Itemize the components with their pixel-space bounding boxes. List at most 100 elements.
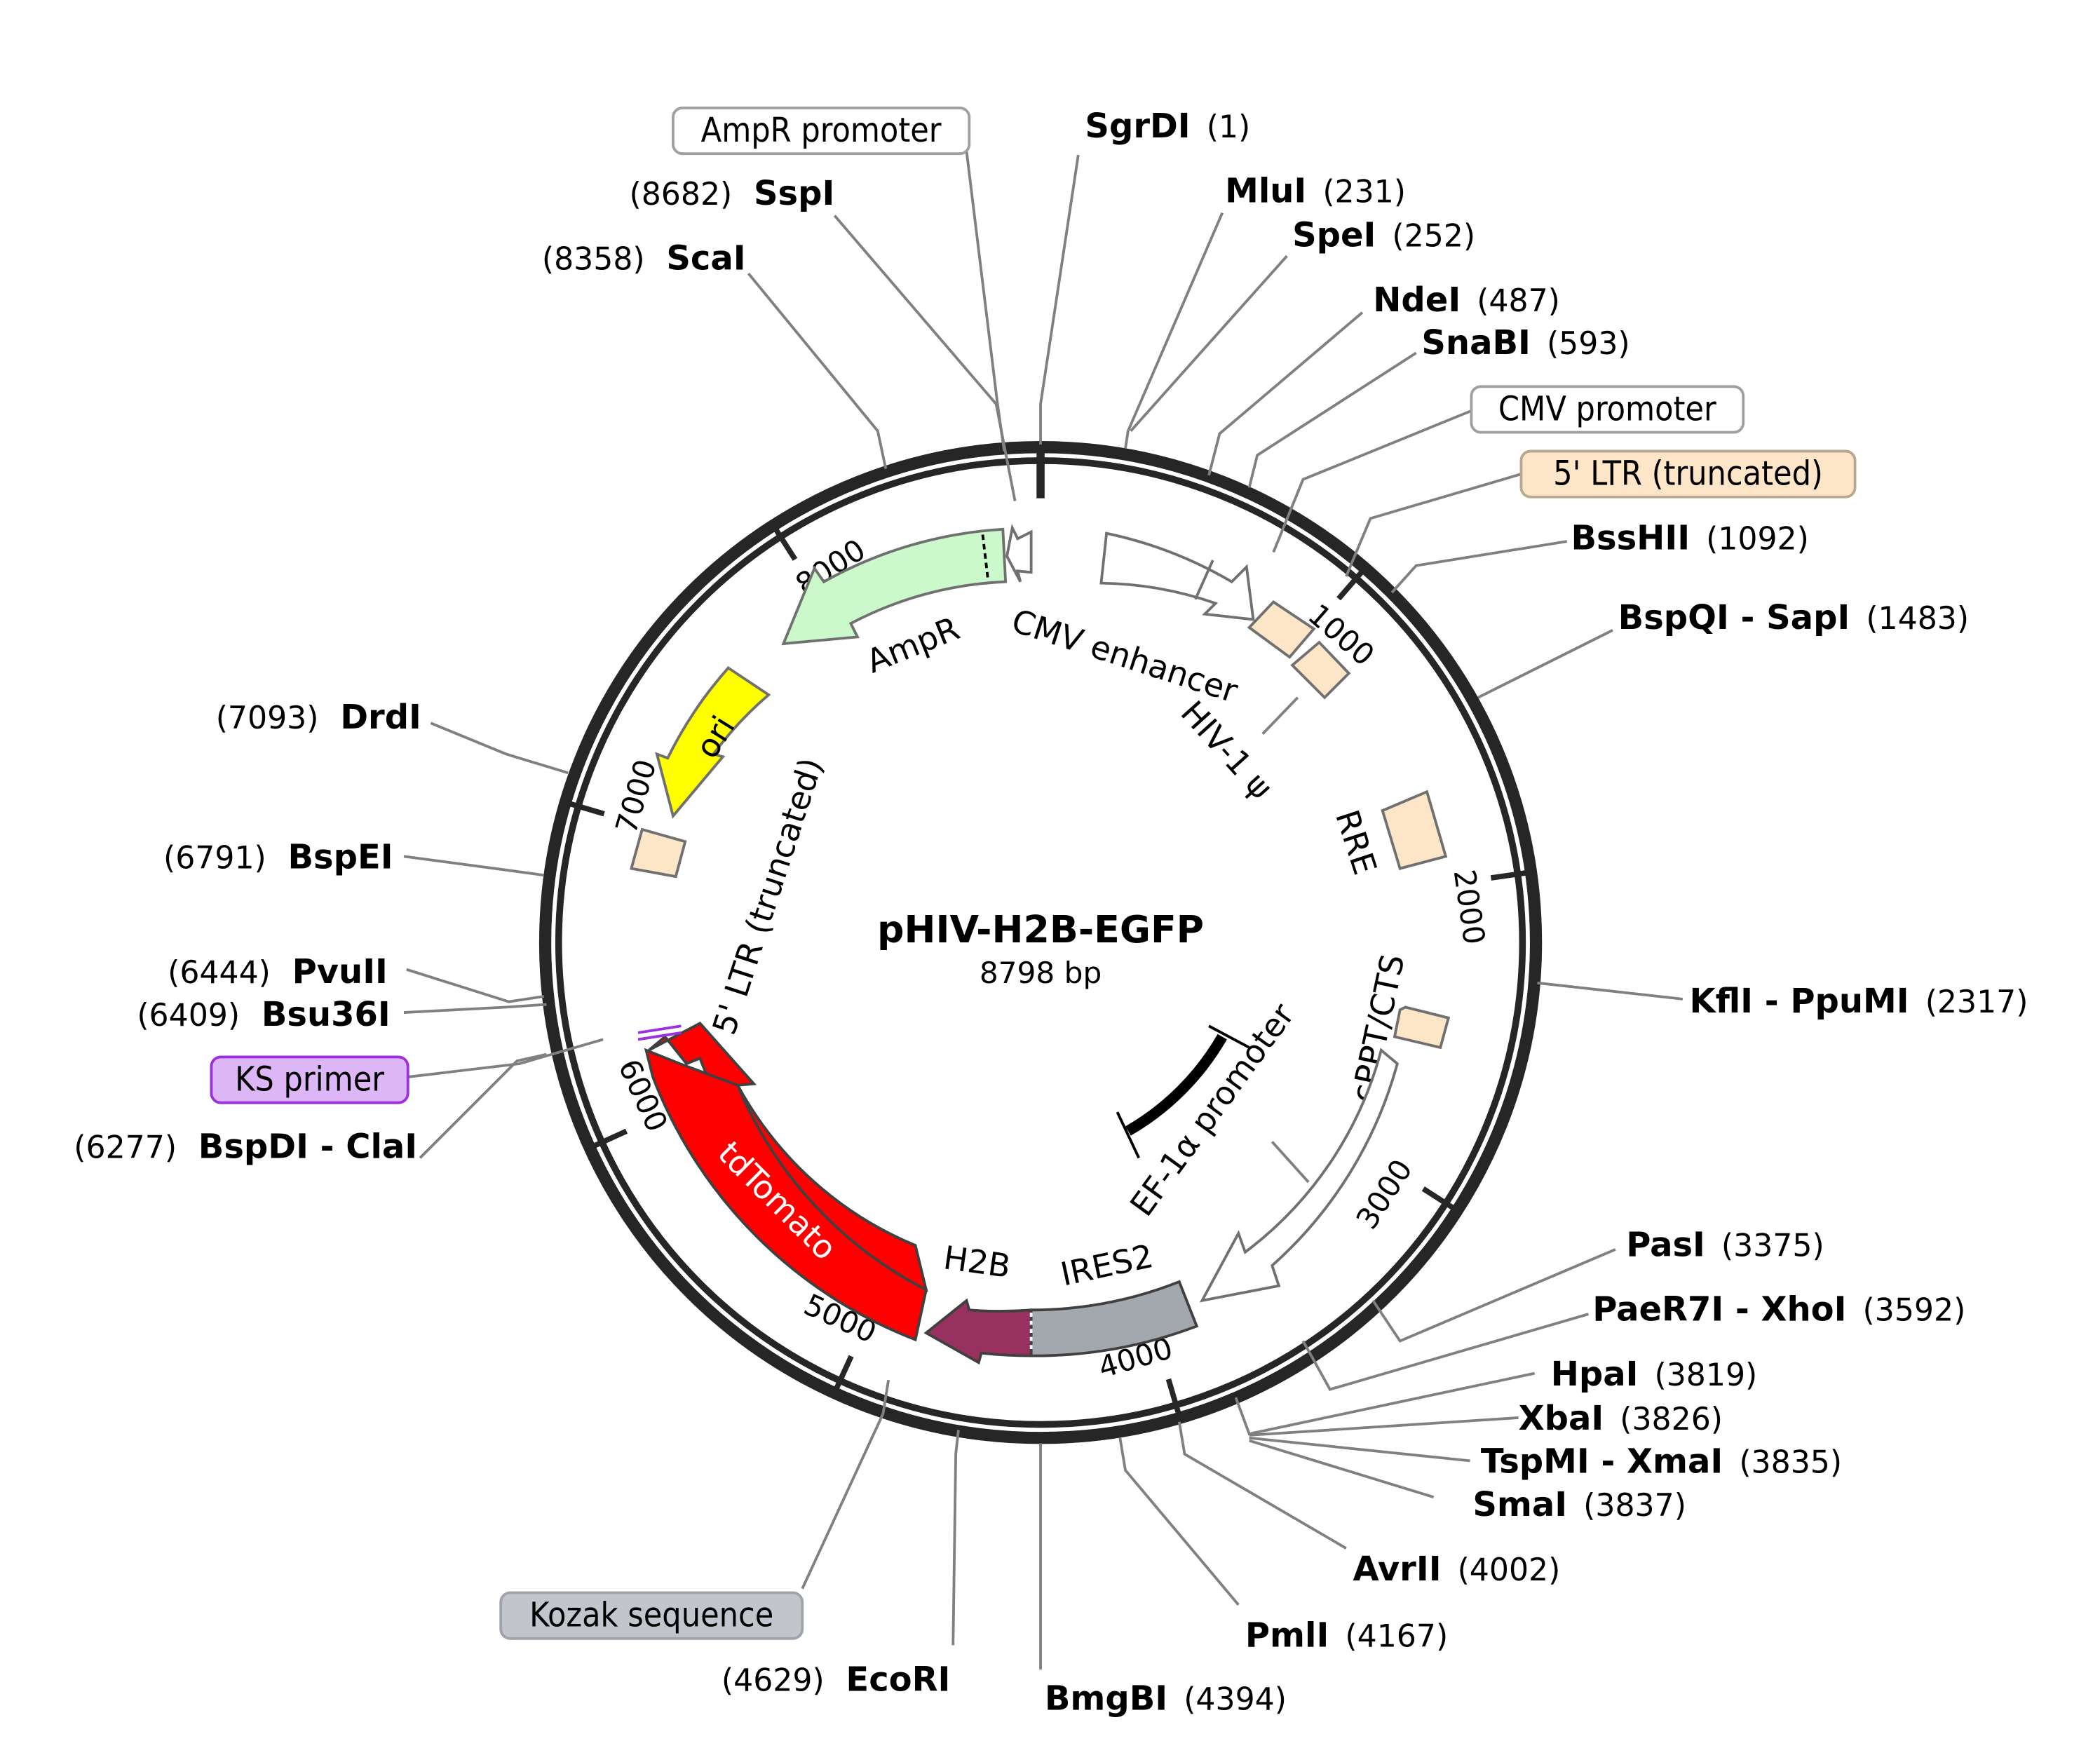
svg-text:MluI(231): MluI(231)	[1225, 171, 1406, 210]
enzyme-scai[interactable]: (8358) ScaI	[542, 238, 746, 278]
callout-ampr-promoter[interactable]: AmpR promoter	[672, 106, 971, 156]
enzyme-pasi[interactable]: PasI(3375)	[1626, 1226, 1824, 1265]
enzyme-name: AvrII	[1353, 1550, 1441, 1589]
inner-arc-end-cap-1	[1208, 1024, 1250, 1049]
svg-text:SpeI(252): SpeI(252)	[1292, 216, 1475, 255]
svg-text:(6791)BspEI: (6791)BspEI	[163, 838, 393, 877]
feature-label-hiv1-psi: HIV-1 ψ	[1174, 693, 1281, 806]
enzyme-tspmi-xmai[interactable]: TspMI - XmaI(3835)	[1481, 1442, 1842, 1482]
enzyme-name: BmgBI	[1045, 1679, 1167, 1719]
enzyme-position: (8358)	[542, 241, 645, 277]
enzyme-smai[interactable]: SmaI (3837)	[1472, 1485, 1686, 1524]
callout-5ltr-truncated[interactable]: 5' LTR (truncated)	[1519, 449, 1857, 499]
enzyme-name: Bsu36I	[262, 995, 391, 1034]
enzyme-position: (487)	[1477, 283, 1560, 319]
enzyme-name: PvuII	[292, 952, 388, 991]
enzyme-bspqi-sapi[interactable]: BspQI - SapI(1483)	[1618, 598, 1969, 637]
tick-mark	[569, 801, 605, 817]
plasmid-name: pHIV-H2B-EGFP	[877, 907, 1204, 951]
svg-text:(6409)Bsu36I: (6409)Bsu36I	[137, 995, 390, 1034]
feature-5ltr-truncated-top[interactable]	[1247, 599, 1316, 659]
enzyme-spei[interactable]: SpeI(252)	[1292, 216, 1475, 255]
svg-text:AvrII(4002): AvrII(4002)	[1353, 1550, 1560, 1589]
feature-ires2[interactable]	[1029, 1280, 1199, 1357]
feature-5ltr-truncated-left[interactable]	[630, 827, 687, 879]
feature-label-ef1a: EF-1α promoter	[1123, 996, 1301, 1223]
svg-text:(7093)DrdI: (7093)DrdI	[216, 698, 421, 737]
svg-text:PmlI(4167): PmlI(4167)	[1245, 1615, 1448, 1655]
enzyme-name: SgrDI	[1085, 107, 1190, 146]
enzyme-position: (252)	[1392, 219, 1475, 255]
enzyme-name: BssHII	[1571, 519, 1690, 558]
enzyme-position: (1092)	[1706, 522, 1809, 557]
enzyme-ecori[interactable]: (4629) EcoRI	[722, 1660, 950, 1700]
svg-text:(6444)PvuII: (6444) PvuII	[168, 952, 388, 991]
enzyme-snabi[interactable]: SnaBI(593)	[1421, 323, 1630, 363]
enzyme-pvuii[interactable]: (6444) PvuII	[168, 952, 388, 991]
enzyme-position: (1)	[1207, 109, 1251, 145]
enzyme-name: XbaI	[1519, 1399, 1604, 1438]
enzyme-position: (4167)	[1345, 1618, 1448, 1654]
svg-text:SgrDI(1): SgrDI (1)	[1085, 107, 1250, 146]
enzyme-name: BspDI - ClaI	[198, 1127, 417, 1166]
enzyme-bsshii[interactable]: BssHII (1092)	[1571, 519, 1808, 558]
enzyme-bmgbi[interactable]: BmgBI (4394)	[1045, 1679, 1287, 1719]
feature-rre[interactable]	[1381, 790, 1448, 870]
enzyme-pmli[interactable]: PmlI(4167)	[1245, 1615, 1448, 1655]
enzyme-sgrdi[interactable]: SgrDI (1)	[1085, 107, 1250, 146]
enzyme-ndei[interactable]: NdeI (487)	[1373, 280, 1560, 320]
svg-text:TspMI - XmaI(3835): TspMI - XmaI(3835)	[1481, 1442, 1842, 1482]
enzyme-name: TspMI - XmaI	[1481, 1442, 1723, 1482]
tick-mark	[1421, 1186, 1454, 1210]
tick-mark	[1490, 870, 1526, 881]
feature-cmv-enhancer[interactable]	[1099, 531, 1255, 621]
enzyme-name: SmaI	[1472, 1485, 1567, 1524]
enzyme-hpai[interactable]: HpaI(3819)	[1551, 1355, 1758, 1394]
svg-text:SnaBI(593): SnaBI(593)	[1421, 323, 1630, 363]
enzyme-bspdi-clai[interactable]: (6277) BspDI - ClaI	[74, 1127, 417, 1166]
enzyme-drdi[interactable]: (7093)DrdI	[216, 698, 421, 737]
hiv1-psi-leader	[1261, 696, 1299, 735]
enzyme-position: (4629)	[722, 1663, 825, 1699]
enzyme-mlui[interactable]: MluI(231)	[1225, 171, 1406, 210]
svg-text:BssHII(1092): BssHII (1092)	[1571, 519, 1808, 558]
feature-ori[interactable]	[655, 666, 771, 819]
feature-cppt-cts[interactable]	[1393, 1005, 1451, 1050]
feature-label-ires2: IRES2	[1057, 1237, 1157, 1294]
enzyme-name: NdeI	[1373, 280, 1461, 320]
feature-ampr-promoter[interactable]	[1005, 523, 1033, 583]
enzyme-name: EcoRI	[846, 1660, 950, 1700]
enzyme-xbai[interactable]: XbaI (3826)	[1519, 1399, 1723, 1438]
enzyme-sspi[interactable]: (8682)SspI	[629, 174, 834, 213]
enzyme-position: (6277)	[74, 1130, 177, 1165]
enzyme-name: SnaBI	[1421, 323, 1531, 363]
feature-ef1a-promoter[interactable]	[1199, 1048, 1400, 1303]
feature-ampr[interactable]	[781, 527, 1008, 646]
enzyme-name: ScaI	[666, 238, 745, 278]
feature-label-ampr: AmpR	[861, 609, 965, 681]
callout-label: KS primer	[235, 1059, 384, 1099]
enzyme-avrii[interactable]: AvrII(4002)	[1353, 1550, 1560, 1589]
enzyme-paer7i-xhoi[interactable]: PaeR7I - XhoI(3592)	[1592, 1290, 1965, 1329]
feature-h2b[interactable]	[923, 1298, 1033, 1365]
feature-tdtomato-body[interactable]	[644, 1048, 928, 1342]
callout-kozak-sequence[interactable]: Kozak sequence	[499, 1591, 804, 1640]
enzyme-bspei[interactable]: (6791)BspEI	[163, 838, 393, 877]
tick-label: 2000	[1447, 867, 1492, 947]
enzyme-position: (3837)	[1583, 1488, 1686, 1524]
callout-cmv-promoter[interactable]: CMV promoter	[1470, 385, 1745, 434]
enzyme-position: (3826)	[1620, 1402, 1723, 1437]
svg-text:PaeR7I - XhoI(3592): PaeR7I - XhoI(3592)	[1592, 1290, 1965, 1329]
feature-hiv1-psi[interactable]	[1290, 640, 1351, 700]
enzyme-position: (4394)	[1184, 1682, 1287, 1718]
enzyme-position: (6444)	[168, 955, 271, 991]
enzyme-name: SspI	[754, 174, 834, 213]
enzyme-position: (231)	[1322, 174, 1406, 210]
enzyme-name: PasI	[1626, 1226, 1705, 1265]
enzyme-bsu36i[interactable]: (6409)Bsu36I	[137, 995, 390, 1034]
callout-ks-primer[interactable]: KS primer	[210, 1055, 409, 1104]
svg-text:BmgBI(4394): BmgBI (4394)	[1045, 1679, 1287, 1719]
svg-text:(6277)BspDI - ClaI: (6277) BspDI - ClaI	[74, 1127, 417, 1166]
enzyme-kfli-ppumi[interactable]: KflI - PpuMI(2317)	[1689, 982, 2028, 1021]
